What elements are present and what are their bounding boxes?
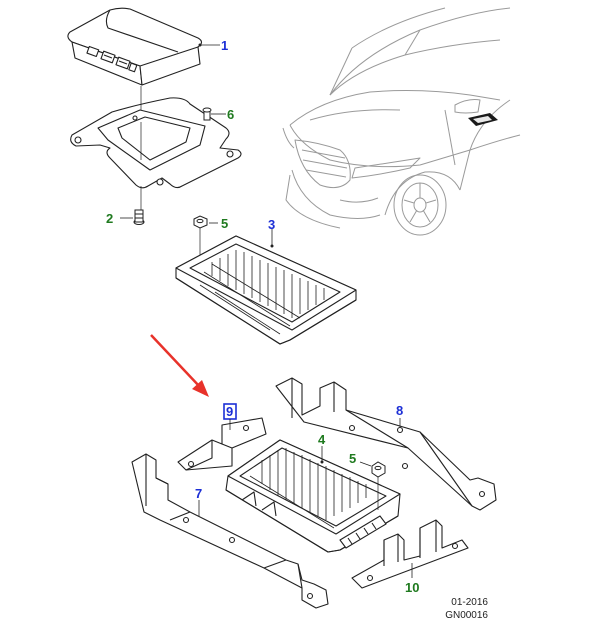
- leader-dot: [270, 244, 274, 248]
- leader-line: [359, 461, 372, 467]
- callout-10: 10: [405, 580, 419, 595]
- strap-bracket: [352, 520, 468, 588]
- callout-6: 6: [227, 107, 234, 122]
- indicator-arrow: [150, 334, 209, 397]
- module-unit: [68, 8, 202, 85]
- callout-8: 8: [396, 403, 403, 418]
- callout-5-upper: 5: [221, 216, 228, 231]
- long-bracket-left: [132, 454, 328, 608]
- callout-3: 3: [268, 217, 275, 232]
- screw-fastener: [133, 209, 145, 225]
- footer-date: 01-2016: [451, 597, 488, 608]
- callout-1: 1: [221, 38, 228, 53]
- nut-fastener-lower: [371, 461, 386, 478]
- fastener-stud: [202, 107, 212, 121]
- leader-dot: [320, 460, 324, 464]
- support-bracket-small: [178, 418, 266, 470]
- callout-2: 2: [106, 211, 113, 226]
- module-tray-upper: [176, 236, 356, 344]
- callout-7: 7: [195, 486, 202, 501]
- leader-dot: [198, 43, 202, 47]
- long-bracket-right: [276, 378, 496, 510]
- module-tray-lower: [226, 440, 400, 552]
- callout-4: 4: [318, 432, 326, 447]
- footer-code: GN00016: [445, 610, 488, 621]
- mounting-bracket-plate: [71, 98, 241, 188]
- vehicle-location-marker: [468, 113, 498, 126]
- nut-fastener: [193, 215, 208, 229]
- callout-9: 9: [226, 404, 233, 419]
- callout-5-lower: 5: [349, 451, 356, 466]
- vehicle-illustration: [283, 8, 520, 235]
